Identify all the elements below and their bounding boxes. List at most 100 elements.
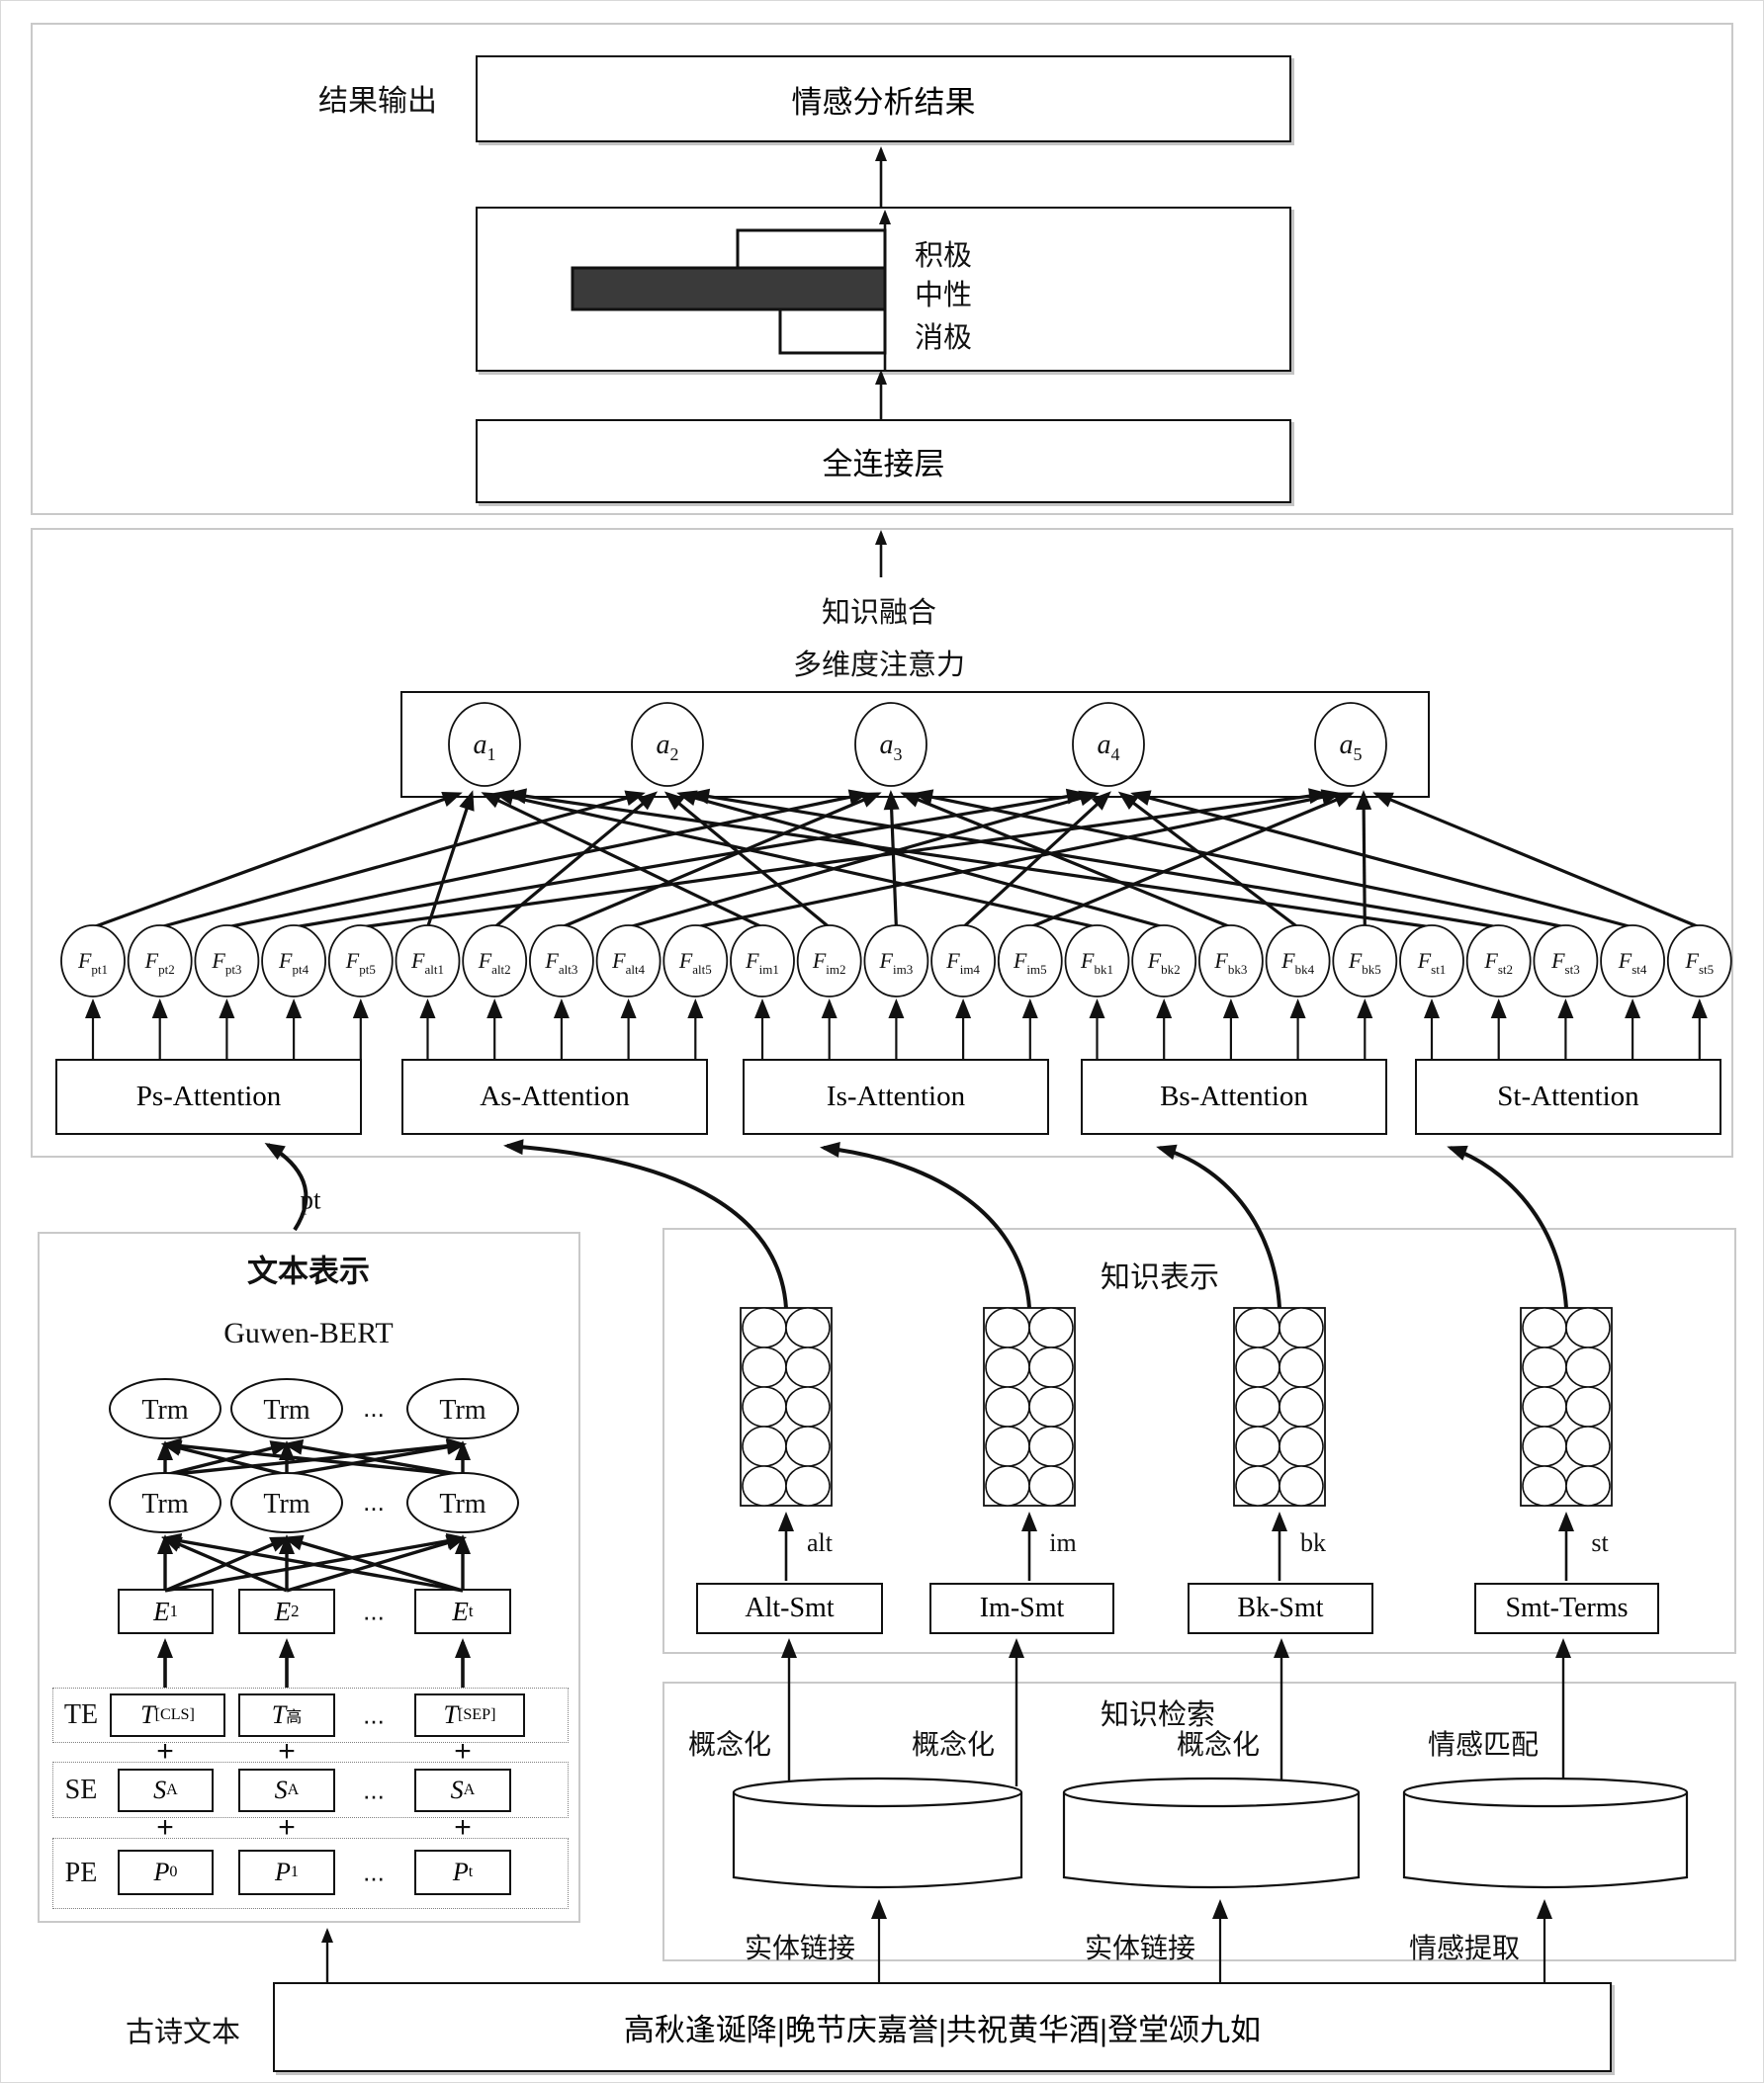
smt-box-bk: Bk-Smt (1188, 1583, 1373, 1634)
smt-box-im: Im-Smt (929, 1583, 1114, 1634)
pt-arrow-label: pt (300, 1184, 321, 1215)
fusion-title: 知识融合 (821, 597, 937, 629)
attention-weights-box (400, 691, 1430, 798)
plus-sign: + (278, 1811, 296, 1844)
row-dots-te: ... (363, 1699, 385, 1730)
input-label: 古诗文本 (125, 2017, 241, 2048)
cell-main: T (271, 1700, 287, 1729)
link-label-0: 实体链接 (744, 1933, 856, 1963)
row-container-se (52, 1762, 569, 1818)
cell-sub: 1 (290, 1864, 299, 1880)
plus-sign: + (454, 1811, 472, 1844)
row-dots-pe: ... (363, 1857, 385, 1887)
link-label-2: 情感提取 (1408, 1933, 1521, 1963)
row-label-te: TE (63, 1699, 99, 1730)
poem-text: 高秋逢诞降|晚节庆嘉誉|共祝黄华酒|登堂颂九如 (623, 2013, 1262, 2047)
plus-sign: + (156, 1735, 174, 1768)
sentiment-bar-label-2: 消极 (915, 322, 973, 354)
attention-box-label: Is-Attention (826, 1081, 966, 1112)
cell-sub: 高 (286, 1709, 303, 1726)
fully-connected-box: 全连接层 (476, 419, 1291, 503)
cell-main: P (275, 1858, 291, 1886)
row-container-pe (52, 1838, 569, 1909)
e-label-sub: 2 (291, 1602, 300, 1620)
smt-box-label: Im-Smt (979, 1593, 1065, 1623)
cell-sub: t (468, 1864, 474, 1880)
plus-sign: + (156, 1811, 174, 1844)
cell-sub: 0 (169, 1864, 178, 1880)
know-retr-title: 知识检索 (1100, 1699, 1216, 1731)
smt-arrow-label-im: im (1049, 1528, 1077, 1557)
smt-arrow-label-alt: alt (807, 1528, 833, 1557)
attention-box-as-attention: As-Attention (401, 1059, 708, 1135)
cylinder-label-0: 典故意象库 (805, 1829, 950, 1861)
cell-main: T (443, 1700, 458, 1729)
cell-sub: A (463, 1781, 476, 1798)
smt-box-st: Smt-Terms (1474, 1583, 1659, 1634)
cell-sub: A (166, 1781, 178, 1798)
output-section-label: 结果输出 (318, 85, 437, 118)
concept-label-1: 概念化 (911, 1729, 996, 1760)
e-label-main: E (452, 1596, 469, 1626)
sentiment-result-box: 情感分析结果 (476, 55, 1291, 142)
attention-box-label: Ps-Attention (135, 1081, 282, 1112)
sentiment-bar-label-1: 中性 (915, 280, 973, 311)
fully-connected-label: 全连接层 (822, 447, 945, 481)
smt-arrow-label-bk: bk (1300, 1528, 1326, 1557)
plus-sign: + (278, 1735, 296, 1768)
smt-arrow-label-st: st (1591, 1528, 1609, 1557)
sentiment-result-label: 情感分析结果 (791, 84, 976, 120)
e-label-sub: 1 (169, 1602, 178, 1620)
e-row-dots: ... (363, 1596, 385, 1626)
poem-box: 高秋逢诞降|晚节庆嘉誉|共祝黄华酒|登堂颂九如 (273, 1982, 1612, 2072)
concept-label-0: 概念化 (687, 1729, 772, 1760)
fusion-subtitle: 多维度注意力 (792, 650, 966, 681)
attention-box-bs-attention: Bs-Attention (1081, 1059, 1387, 1135)
cylinder-label-2: 情感术语库 (1473, 1829, 1618, 1861)
cell-main: S (153, 1776, 167, 1804)
e-label-sub: t (468, 1602, 474, 1620)
cell-main: S (450, 1776, 464, 1804)
cell-sub: [CLS] (154, 1706, 195, 1723)
cell-te-2: T[SEP] (414, 1693, 525, 1737)
text-repr-title: 文本表示 (247, 1254, 370, 1289)
attention-box-ps-attention: Ps-Attention (55, 1059, 362, 1135)
row-label-se: SE (64, 1774, 98, 1805)
cell-main: S (274, 1776, 288, 1804)
plus-sign: + (454, 1735, 472, 1768)
link-label-1: 实体链接 (1084, 1933, 1196, 1963)
attention-box-label: Bs-Attention (1160, 1081, 1308, 1112)
smt-box-label: Alt-Smt (745, 1593, 835, 1623)
attention-box-is-attention: Is-Attention (743, 1059, 1049, 1135)
row-dots-se: ... (363, 1775, 385, 1805)
guwen-bert-label: Guwen-BERT (223, 1317, 394, 1349)
sentiment-bar-label-0: 积极 (915, 240, 973, 272)
cell-main: P (153, 1858, 170, 1886)
cell-sub: A (287, 1781, 300, 1798)
e-label-main: E (274, 1596, 292, 1626)
cell-sub: [SEP] (457, 1706, 496, 1723)
cylinder-label-1: 诗人背景库 (1139, 1829, 1283, 1861)
know-repr-title: 知识表示 (1101, 1261, 1219, 1294)
attention-box-label: St-Attention (1497, 1081, 1639, 1112)
smt-box-label: Smt-Terms (1505, 1593, 1629, 1623)
sentiment-bars-box (476, 207, 1291, 372)
attention-box-st-attention: St-Attention (1415, 1059, 1721, 1135)
smt-box-alt: Alt-Smt (696, 1583, 883, 1634)
concept-label-3: 情感匹配 (1427, 1729, 1540, 1760)
row-container-te (52, 1688, 569, 1743)
row-label-pe: PE (64, 1858, 98, 1888)
e-label-main: E (153, 1596, 170, 1626)
cell-main: P (452, 1858, 469, 1886)
